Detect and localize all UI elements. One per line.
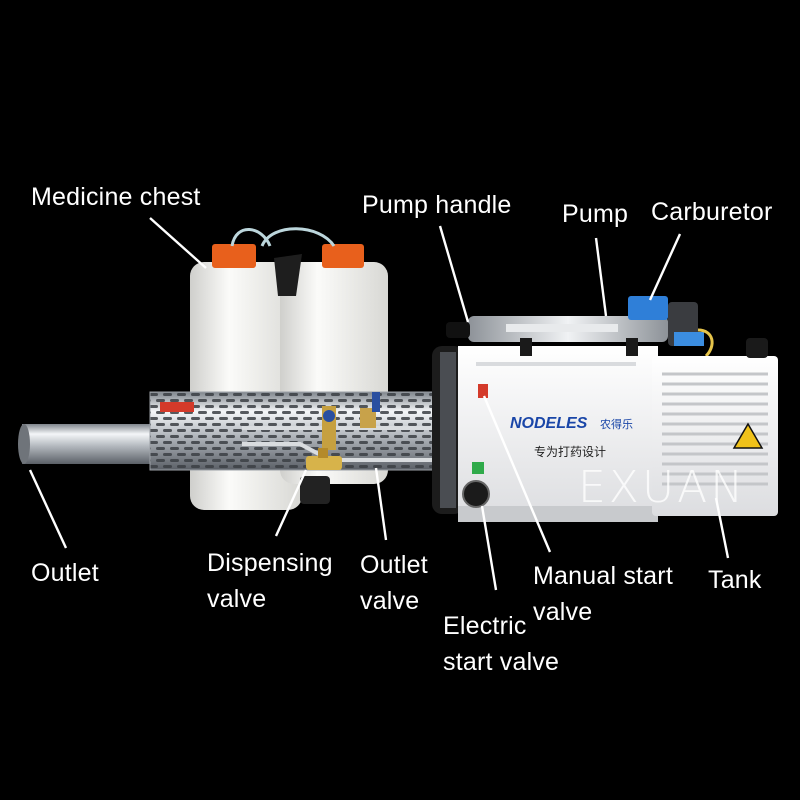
tank-cap: [746, 338, 768, 358]
pump-assembly: [446, 316, 668, 356]
indicator-green: [472, 462, 484, 474]
outlet-pipe: [18, 424, 162, 464]
leader-tank: [714, 497, 730, 559]
outlet-valve-knob: [360, 392, 380, 428]
label-medicine-chest: Medicine chest: [31, 183, 201, 211]
leader-electric-start-valve: [480, 505, 498, 591]
brand-cn-logo: 农得乐: [600, 417, 633, 431]
pump-handle-grip: [446, 322, 470, 338]
feed-tube: [230, 228, 272, 247]
label-outlet-valve-line2: valve: [360, 587, 420, 615]
label-dispensing-valve: Dispensing valve: [207, 545, 333, 617]
leader-pump-handle: [438, 225, 470, 323]
manual-start-button: [478, 384, 488, 398]
label-pump: Pump: [562, 200, 629, 228]
perforated-shield: [149, 391, 451, 471]
label-manual-start-valve-line2: valve: [533, 598, 593, 626]
label-dispensing-valve-line2: valve: [207, 585, 267, 613]
leader-dispensing-valve: [274, 469, 308, 537]
engine-body: NODELES 农得乐 专为打药设计: [458, 346, 658, 522]
leader-manual-start-valve: [482, 395, 552, 553]
start-knob-icon: [462, 480, 490, 508]
label-manual-start-valve-line1: Manual start: [533, 562, 673, 590]
leader-outlet: [28, 469, 68, 549]
leader-pump: [594, 237, 608, 317]
spray-lines: [242, 426, 476, 462]
label-electric-start-valve-line2: start valve: [443, 648, 560, 676]
carburetor-part: [628, 296, 714, 358]
brand-tagline: 专为打药设计: [534, 444, 606, 459]
label-tank: Tank: [708, 566, 762, 594]
label-electric-start-valve: Electric start valve: [443, 608, 559, 680]
leader-lines: [28, 217, 730, 591]
warning-sticker: [160, 402, 194, 412]
chest-base-mount: [300, 476, 330, 504]
label-pump-handle: Pump handle: [362, 191, 512, 219]
leader-carburetor: [648, 233, 682, 301]
warning-triangle-icon: [732, 422, 764, 449]
leader-medicine-chest: [149, 217, 207, 269]
feed-tube-2: [260, 227, 336, 247]
leader-outlet-valve: [374, 467, 388, 541]
label-dispensing-valve-line1: Dispensing: [207, 549, 333, 577]
dispensing-valve-part: [306, 448, 342, 470]
chest-strap: [274, 254, 302, 296]
bottle-cap-left: [212, 244, 256, 268]
engine-end-ring: [432, 346, 464, 514]
label-outlet-valve-line1: Outlet: [360, 551, 428, 579]
outlet-valve-part: [322, 406, 336, 450]
bottle-cap-right: [322, 244, 364, 268]
label-carburetor: Carburetor: [651, 198, 773, 226]
label-electric-start-valve-line1: Electric: [443, 612, 527, 640]
brand-logo: NODELES: [510, 415, 588, 432]
label-manual-start-valve: Manual start valve: [533, 558, 673, 630]
watermark: EXUAN: [578, 462, 747, 513]
label-outlet: Outlet: [31, 559, 99, 587]
label-outlet-valve: Outlet valve: [360, 547, 428, 619]
fuel-tank: [652, 338, 778, 516]
